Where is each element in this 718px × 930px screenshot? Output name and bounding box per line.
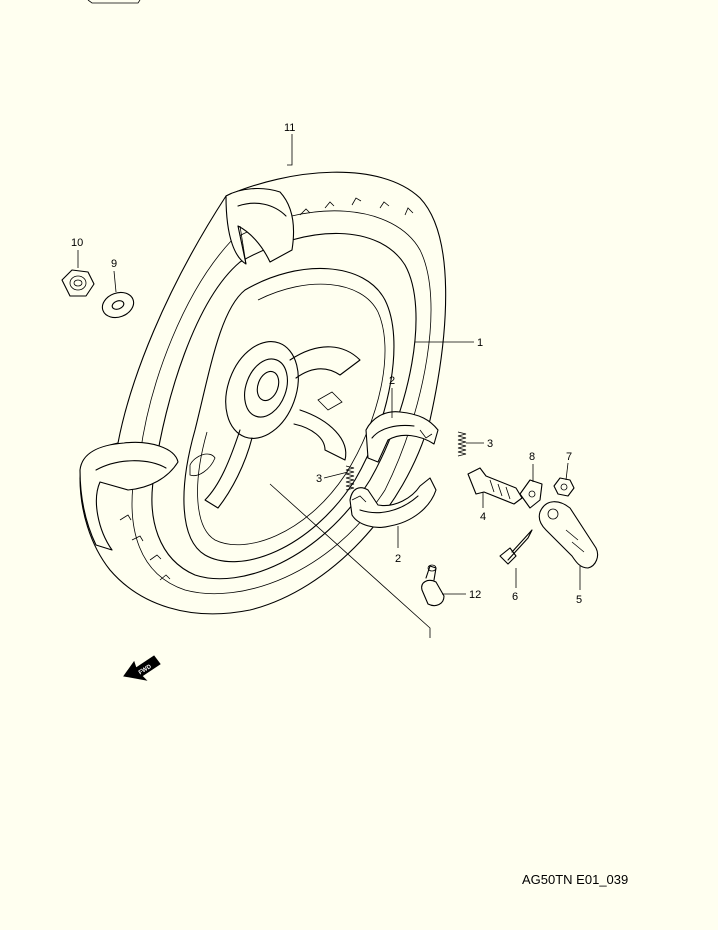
brake-shoe-lower-part-2[interactable] bbox=[349, 477, 437, 528]
wheel-part-1[interactable] bbox=[183, 267, 395, 563]
diagram-code: AG50TN E01_039 bbox=[522, 872, 628, 887]
callout-3-upper: 3 bbox=[487, 438, 493, 450]
brake-shoe-upper-part-2[interactable] bbox=[365, 411, 439, 463]
callout-9: 9 bbox=[111, 258, 117, 270]
callout-10: 10 bbox=[71, 237, 83, 249]
callout-3-lower: 3 bbox=[316, 473, 322, 485]
header-remnant bbox=[87, 0, 141, 4]
washer-part-9[interactable] bbox=[99, 288, 137, 321]
callout-8: 8 bbox=[529, 451, 535, 463]
tire-part-11[interactable] bbox=[79, 171, 447, 615]
callout-2-upper: 2 bbox=[389, 375, 395, 387]
spring-lower-part-3[interactable] bbox=[345, 465, 355, 491]
callout-2-lower: 2 bbox=[395, 553, 401, 565]
fwd-arrow-icon: FWD bbox=[123, 655, 161, 681]
spring-upper-part-3[interactable] bbox=[457, 431, 467, 457]
brake-cam-part-4[interactable] bbox=[467, 467, 523, 505]
bolt-part-6[interactable] bbox=[499, 529, 533, 565]
callout-12: 12 bbox=[469, 589, 481, 601]
callout-1: 1 bbox=[477, 337, 483, 349]
brake-arm-part-5[interactable] bbox=[538, 501, 599, 569]
nut-part-10[interactable] bbox=[61, 269, 95, 297]
callout-4: 4 bbox=[480, 511, 486, 523]
callout-5: 5 bbox=[576, 594, 582, 606]
nut-part-7[interactable] bbox=[553, 477, 575, 497]
valve-part-12[interactable] bbox=[421, 564, 445, 607]
callout-11: 11 bbox=[284, 122, 295, 134]
indicator-plate-part-8[interactable] bbox=[519, 479, 543, 509]
leader-lines bbox=[77, 134, 581, 638]
callout-6: 6 bbox=[512, 591, 518, 603]
callout-7: 7 bbox=[566, 451, 572, 463]
